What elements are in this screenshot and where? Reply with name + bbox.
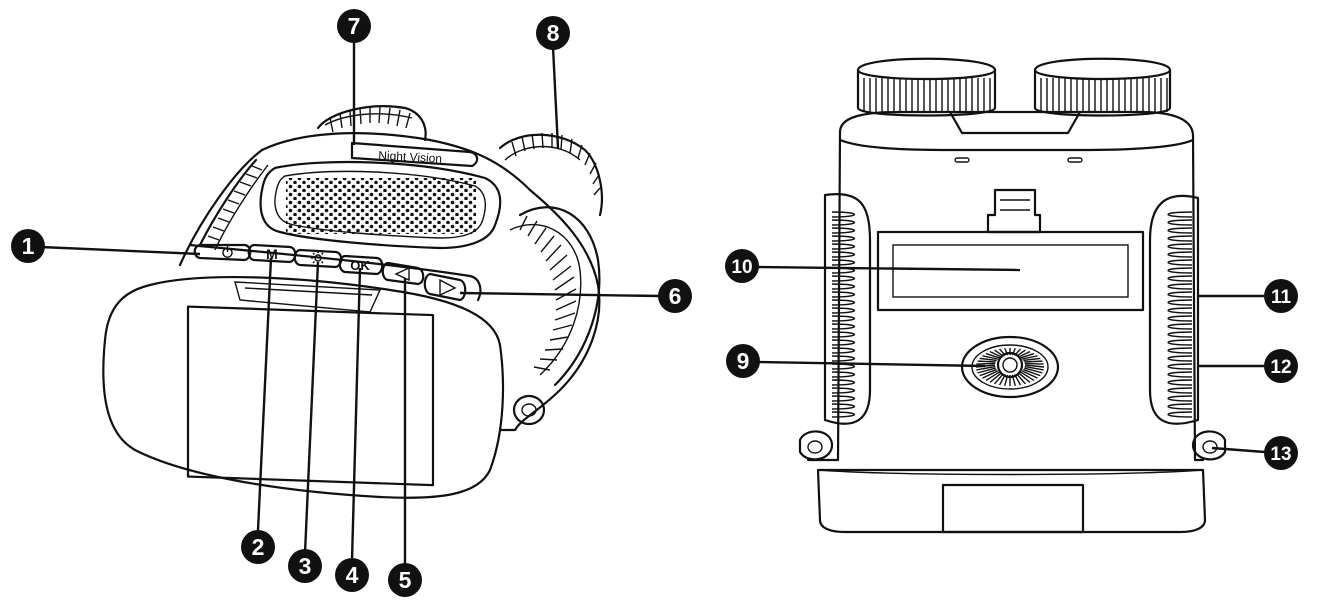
left-grip bbox=[198, 158, 269, 251]
screen-housing bbox=[102, 276, 505, 499]
grille-holes bbox=[286, 178, 476, 234]
right-focus-ring bbox=[498, 132, 603, 217]
brightness-icon bbox=[311, 251, 325, 265]
ok-button-label: OK bbox=[350, 258, 370, 273]
callout-12: 12 bbox=[1264, 349, 1298, 383]
left-knob bbox=[856, 57, 997, 117]
leader-line-3 bbox=[303, 261, 320, 554]
left-side-grip bbox=[823, 193, 872, 425]
svg-text:1: 1 bbox=[22, 233, 35, 259]
control-buttons: M OK bbox=[188, 243, 482, 302]
callout-13: 13 bbox=[1264, 436, 1298, 470]
tripod-mount bbox=[960, 335, 1060, 399]
callout-7: 7 bbox=[337, 9, 371, 43]
eyepiece-housing-bottom bbox=[816, 468, 1207, 534]
binocular-front-view: Night Vision M bbox=[102, 105, 603, 499]
svg-text:13: 13 bbox=[1270, 444, 1291, 465]
leader-line-9 bbox=[757, 360, 986, 368]
svg-text:5: 5 bbox=[399, 567, 412, 593]
svg-text:7: 7 bbox=[348, 13, 361, 39]
ok-button[interactable]: OK bbox=[338, 254, 384, 276]
callout-4: 4 bbox=[335, 558, 369, 592]
callout-10: 10 bbox=[725, 249, 759, 283]
mode-button[interactable]: M bbox=[247, 243, 297, 264]
leader-line-4 bbox=[350, 267, 362, 561]
mode-button-label: M bbox=[266, 246, 278, 262]
callouts: 1 2 3 4 5 6 7 8 bbox=[11, 9, 1298, 597]
left-arrow-icon bbox=[394, 266, 410, 282]
speaker-grille bbox=[259, 160, 502, 250]
strap-loop bbox=[512, 394, 546, 426]
right-arrow-icon bbox=[439, 278, 457, 297]
binocular-bottom-view bbox=[798, 57, 1227, 534]
callout-2: 2 bbox=[241, 530, 275, 564]
leader-line-10 bbox=[756, 265, 1021, 272]
power-button[interactable] bbox=[193, 243, 252, 262]
callout-9: 9 bbox=[726, 344, 760, 378]
body-outline bbox=[260, 132, 601, 432]
svg-text:8: 8 bbox=[547, 20, 560, 46]
right-side-grip bbox=[1148, 194, 1200, 425]
callout-6: 6 bbox=[658, 279, 692, 313]
svg-text:4: 4 bbox=[346, 562, 359, 588]
callout-3: 3 bbox=[288, 549, 322, 583]
brightness-button[interactable] bbox=[293, 248, 343, 269]
svg-text:10: 10 bbox=[731, 257, 752, 278]
callout-11: 11 bbox=[1264, 279, 1298, 313]
strap-loop-right bbox=[1191, 430, 1227, 461]
svg-text:2: 2 bbox=[252, 534, 265, 560]
callout-8: 8 bbox=[536, 16, 570, 50]
right-knob bbox=[1033, 57, 1172, 117]
svg-text:12: 12 bbox=[1270, 357, 1291, 378]
leader-line-1 bbox=[40, 245, 201, 256]
svg-text:3: 3 bbox=[299, 553, 312, 579]
svg-text:6: 6 bbox=[669, 283, 682, 309]
leader-line-2 bbox=[256, 257, 273, 531]
battery-compartment bbox=[876, 188, 1145, 312]
left-focus-ring bbox=[316, 105, 427, 142]
right-grip bbox=[509, 206, 601, 387]
night-vision-plate: Night Vision bbox=[350, 141, 479, 168]
callout-5: 5 bbox=[388, 563, 422, 597]
power-icon bbox=[222, 246, 233, 258]
leader-line-8 bbox=[551, 46, 560, 149]
left-arrow-button[interactable] bbox=[381, 261, 425, 286]
display-screen bbox=[186, 305, 435, 487]
right-arrow-button[interactable] bbox=[423, 272, 467, 302]
svg-text:9: 9 bbox=[737, 348, 750, 374]
night-vision-label: Night Vision bbox=[378, 148, 442, 165]
leader-line-13 bbox=[1211, 446, 1266, 454]
svg-text:11: 11 bbox=[1271, 287, 1292, 308]
callout-1: 1 bbox=[11, 229, 45, 263]
strap-loop-left bbox=[798, 430, 834, 461]
leader-line-6 bbox=[459, 291, 661, 298]
